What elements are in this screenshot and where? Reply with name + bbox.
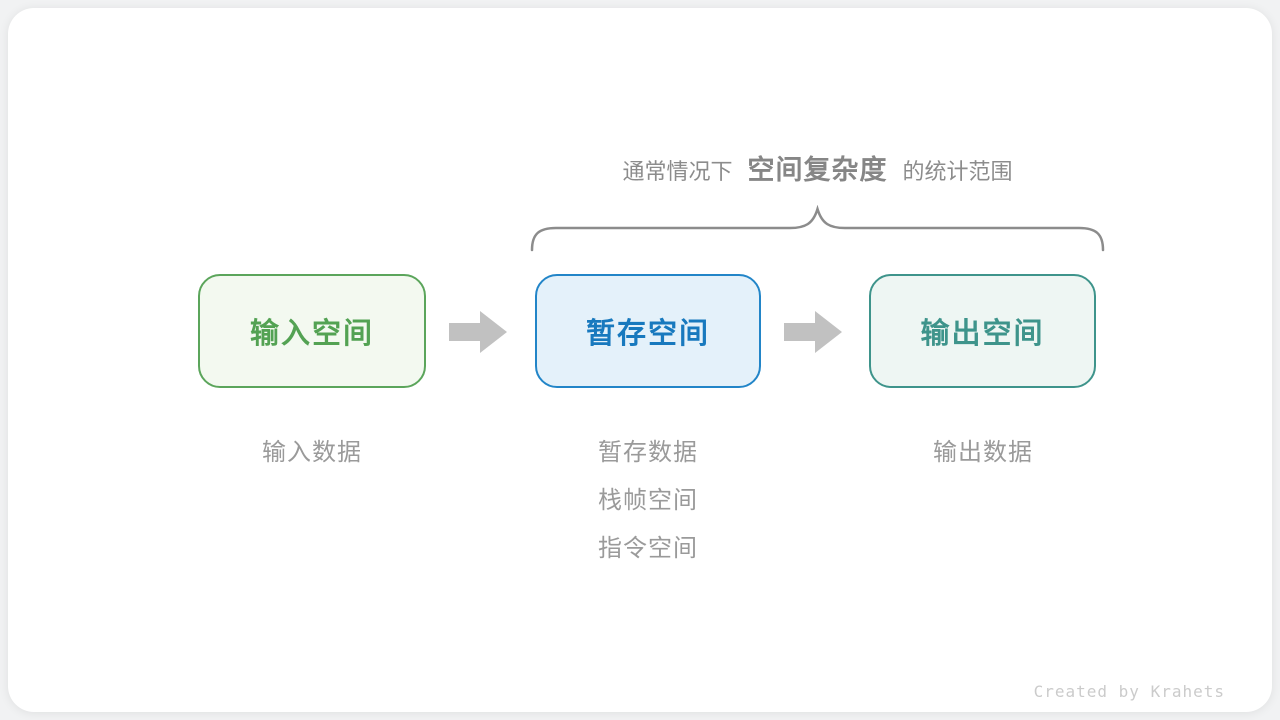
arrow-right-icon bbox=[784, 311, 842, 353]
diagram-card: 通常情况下 空间复杂度 的统计范围 输入空间 暂存空间 输出空间 输入数据 暂存… bbox=[8, 8, 1272, 712]
box-output-space-label: 输出空间 bbox=[920, 318, 1045, 350]
annotation-suffix: 的统计范围 bbox=[902, 159, 1013, 184]
box-temp-space: 暂存空间 bbox=[535, 274, 761, 388]
annotation-highlight: 空间复杂度 bbox=[747, 155, 888, 185]
sublabel-stack-frame-space: 栈帧空间 bbox=[598, 487, 698, 514]
box-temp-space-label: 暂存空间 bbox=[585, 318, 710, 350]
sublabel-temp-data: 暂存数据 bbox=[598, 439, 698, 466]
annotation-prefix: 通常情况下 bbox=[622, 159, 733, 184]
curly-brace bbox=[530, 205, 1105, 252]
box-output-space: 输出空间 bbox=[869, 274, 1096, 388]
annotation-title: 通常情况下 空间复杂度 的统计范围 bbox=[530, 148, 1105, 190]
sublabel-instruction-space: 指令空间 bbox=[598, 535, 698, 562]
sublabel-output-data: 输出数据 bbox=[933, 439, 1033, 466]
arrow-right-icon bbox=[449, 311, 507, 353]
credit-text: Created by Krahets bbox=[1033, 682, 1225, 701]
box-input-space: 输入空间 bbox=[198, 274, 426, 388]
sublabel-input-data: 输入数据 bbox=[262, 439, 362, 466]
box-input-space-label: 输入空间 bbox=[249, 318, 374, 350]
